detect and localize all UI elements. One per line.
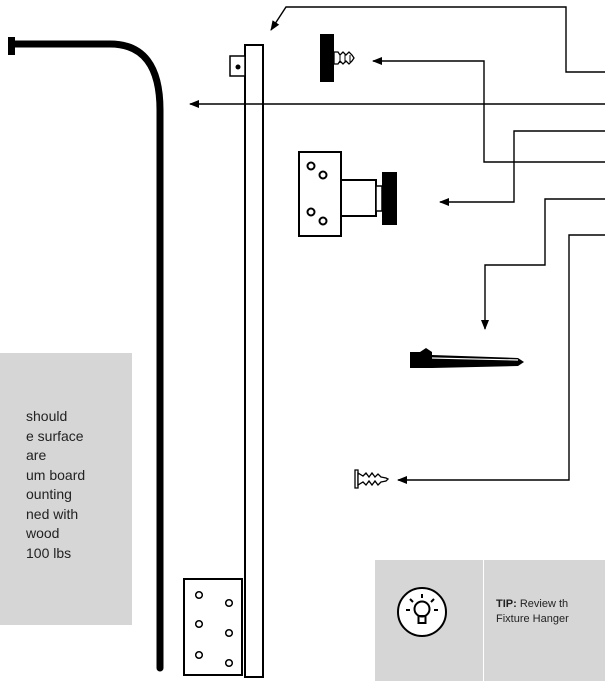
leader-arrow-bracket — [439, 130, 605, 206]
note-line: are — [26, 447, 47, 463]
drill-bit-part — [410, 348, 524, 368]
tip-line-1: Review th — [519, 598, 569, 610]
note-line: ned with — [26, 505, 79, 522]
tip-label: TIP: — [496, 598, 517, 610]
leader-arrow-screw — [397, 234, 605, 484]
note-text: should e surface are um board ounting ne… — [0, 407, 132, 563]
note-line: e surface — [26, 427, 84, 444]
tip-box: TIP: Review th Fixture Hanger — [375, 560, 605, 681]
strip-tab-hole — [235, 64, 241, 70]
note-box — [0, 353, 132, 625]
leader-arrow-drill — [481, 198, 605, 330]
note-line: wood — [26, 525, 60, 541]
note-line: ounting — [26, 486, 72, 502]
leader-arrow-strip — [270, 6, 605, 73]
bottom-mounting-plate — [183, 578, 243, 676]
tip-divider — [483, 560, 484, 681]
tip-line-2: Fixture Hanger — [496, 613, 569, 625]
note-line: 100 lbs — [26, 544, 72, 561]
note-line: should — [26, 408, 68, 424]
wall-anchor-part — [320, 34, 355, 82]
tip-text: TIP: Review th Fixture Hanger — [496, 597, 569, 627]
wood-screw-part — [354, 469, 390, 489]
lightbulb-icon — [397, 587, 447, 637]
mounting-strip — [229, 44, 264, 678]
hanger-rod — [8, 37, 164, 672]
hanger-rod-end-cap — [8, 37, 15, 55]
bracket-part — [298, 151, 397, 237]
note-line: um board — [26, 466, 86, 483]
leader-arrow-anchor — [372, 57, 605, 163]
